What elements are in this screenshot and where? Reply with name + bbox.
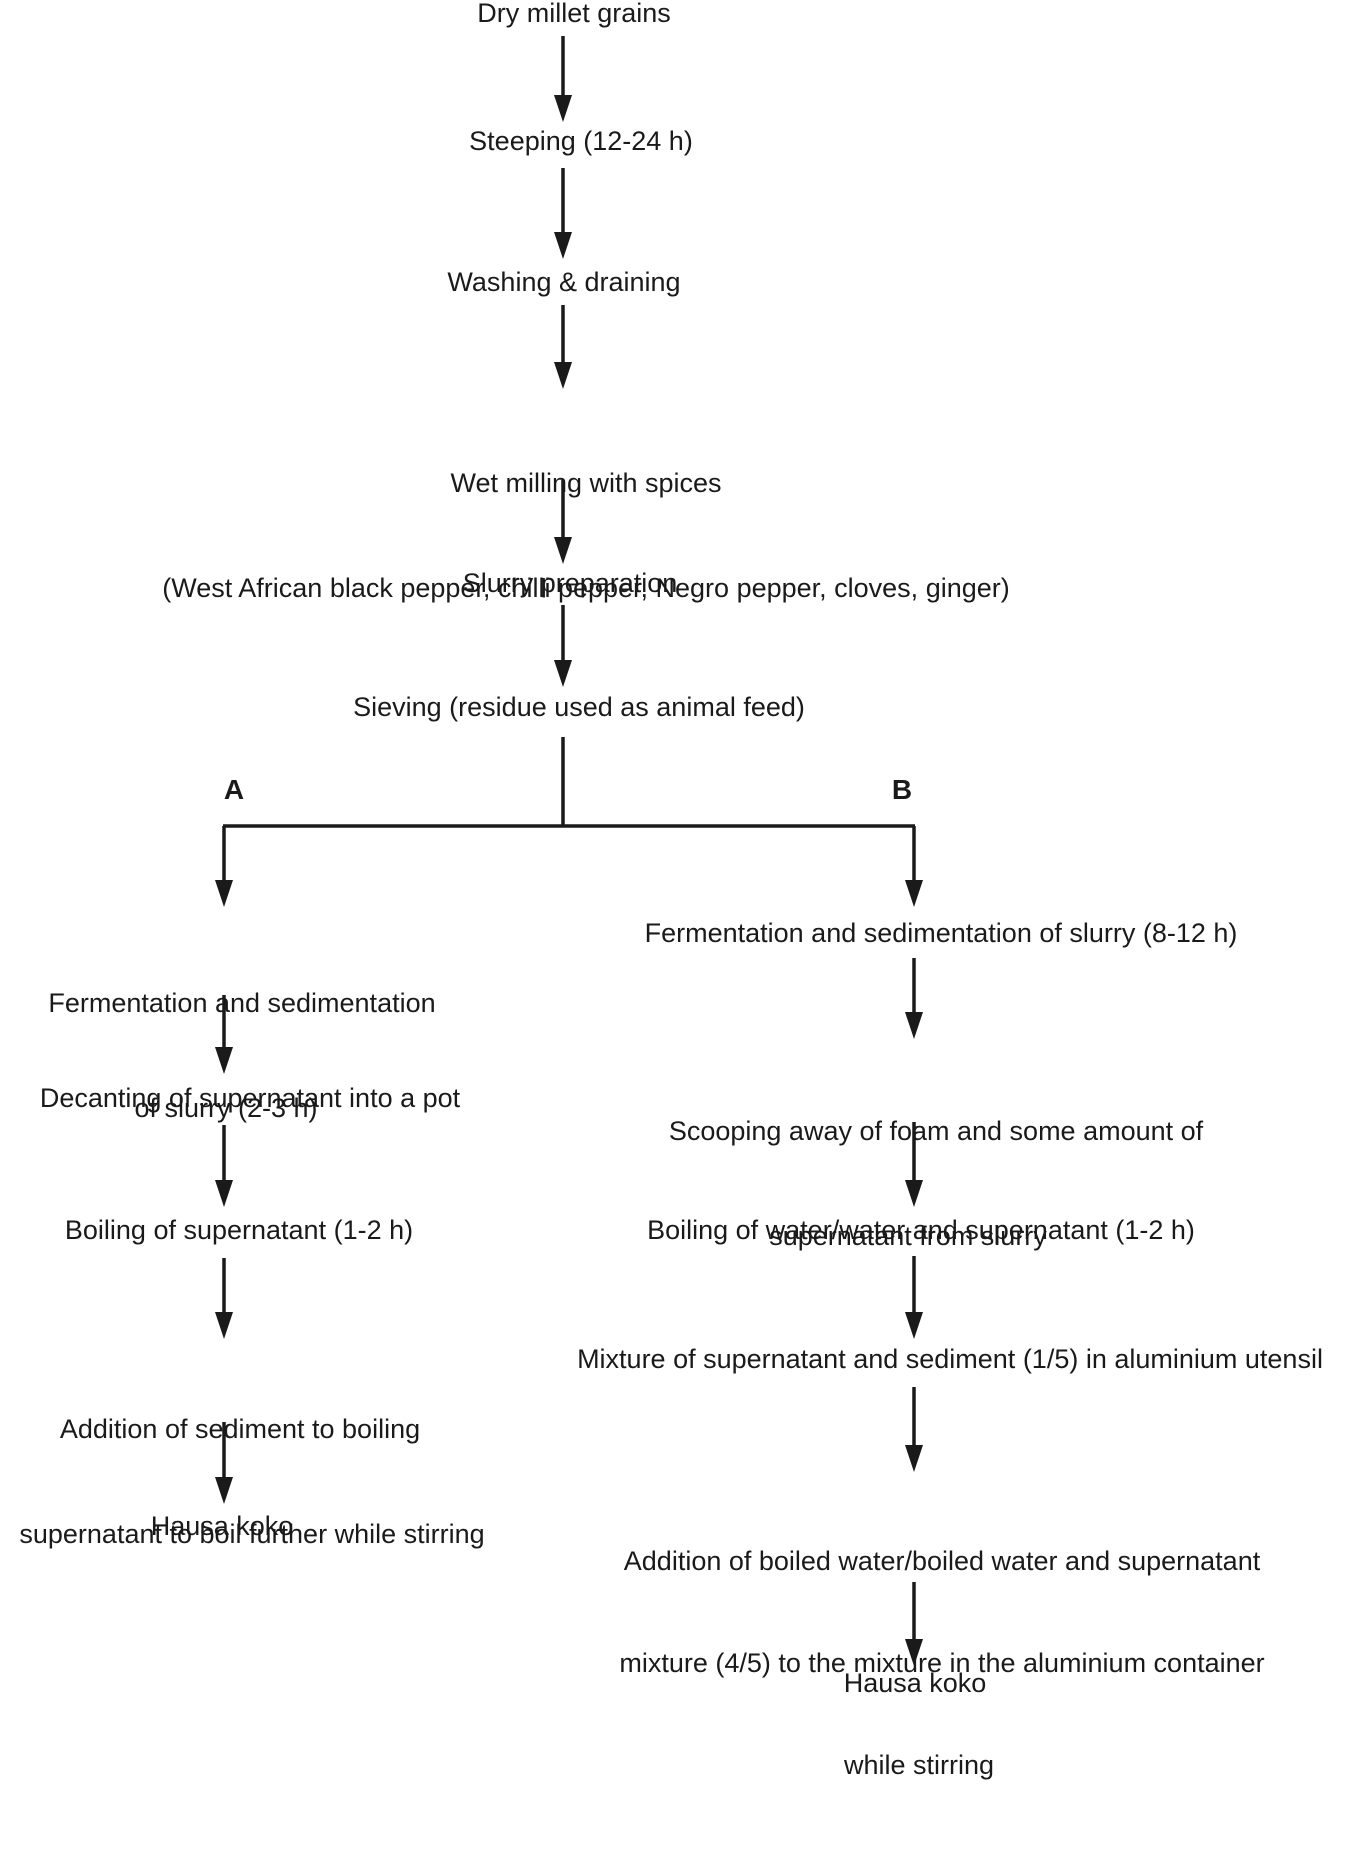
arrowhead (215, 1180, 233, 1207)
b-scooping-line-1: Scooping away of foam and some amount of (668, 1116, 1204, 1146)
step-wet-milling-line-2: (West African black pepper, chilli peppe… (162, 573, 1010, 603)
step-wet-milling: Wet milling with spices (West African bl… (162, 396, 1009, 676)
process-flowchart: Dry millet grains Steeping (12-24 h) Was… (19, 0, 1323, 1780)
b-product-hausa-koko: Hausa koko (843, 1668, 987, 1698)
b-fermentation: Fermentation and sedimentation of slurry… (644, 918, 1238, 948)
b-addition-line-3: while stirring (843, 1750, 995, 1780)
branch-a-label: A (223, 774, 245, 805)
b-addition: Addition of boiled water/boiled water an… (619, 1475, 1264, 1851)
b-addition-line-1: Addition of boiled water/boiled water an… (623, 1546, 1261, 1576)
b-mixture: Mixture of supernatant and sediment (1/5… (577, 1344, 1323, 1374)
arrowhead (215, 1312, 233, 1339)
arrowhead (554, 660, 572, 687)
arrowhead (215, 1047, 233, 1074)
a-fermentation-line-1: Fermentation and sedimentation (48, 988, 436, 1018)
a-fermentation: Fermentation and sedimentation of slurry… (48, 916, 435, 1196)
arrowhead (905, 880, 923, 907)
a-product-hausa-koko: Hausa koko (150, 1511, 294, 1541)
a-decanting: Decanting of supernatant into a pot (39, 1083, 461, 1113)
a-boiling: Boiling of supernatant (1-2 h) (64, 1215, 414, 1245)
a-fermentation-line-2: of slurry (2-3 h) (134, 1093, 318, 1123)
a-addition: Addition of sediment to boiling supernat… (19, 1342, 484, 1622)
step-wet-milling-line-1: Wet milling with spices (450, 468, 722, 498)
b-boiling: Boiling of water/water and supernatant (… (647, 1215, 1195, 1245)
arrowhead (905, 1012, 923, 1039)
b-scooping: Scooping away of foam and some amount of… (669, 1044, 1203, 1324)
arrowhead (554, 537, 572, 564)
arrowhead (215, 1477, 233, 1504)
arrowhead (905, 1312, 923, 1339)
step-washing: Washing & draining (447, 267, 681, 297)
step-slurry-preparation: Slurry preparation (462, 568, 678, 598)
a-addition-line-2: supernatant to boil further while stirri… (19, 1519, 485, 1549)
arrowhead (554, 362, 572, 389)
arrowhead (554, 95, 572, 122)
step-dry-millet: Dry millet grains (477, 0, 671, 28)
arrowhead (554, 232, 572, 259)
arrowhead (905, 1180, 923, 1207)
arrowhead (215, 880, 233, 907)
a-addition-line-1: Addition of sediment to boiling (59, 1414, 421, 1444)
flowchart-connectors (215, 36, 923, 1666)
step-sieving: Sieving (residue used as animal feed) (353, 692, 805, 722)
branch-b-label: B (891, 774, 913, 805)
b-scooping-line-2: supernatant from slurry (769, 1221, 1047, 1251)
arrowhead (905, 1445, 923, 1472)
b-addition-line-2: mixture (4/5) to the mixture in the alum… (619, 1648, 1265, 1678)
arrowhead (905, 1639, 923, 1666)
step-steeping: Steeping (12-24 h) (469, 126, 693, 156)
